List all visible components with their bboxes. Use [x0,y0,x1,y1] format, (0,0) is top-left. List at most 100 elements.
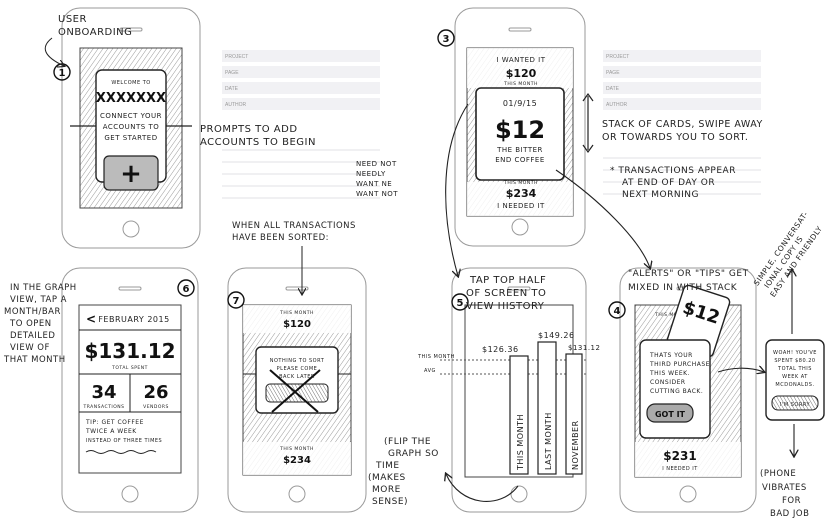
annotation-stack-cards: STACK OF CARDS, SWIPE AWAY OR TOWARDS YO… [602,119,763,143]
svg-text:NEED NOT: NEED NOT [356,160,397,168]
svg-text:THAT MONTH: THAT MONTH [3,355,66,365]
needed-amount: $234 [506,187,537,200]
tip-line-1: TIP: GET COFFEE [85,419,144,426]
screen-6-content: < FEBRUARY 2015 $131.12 TOTAL SPENT 34 T… [79,312,181,454]
s7-top-month: THIS MONTH [279,310,314,316]
phone-4-frame [619,267,757,513]
form-label-project: PROJECT [225,54,248,60]
vendors-count: 26 [143,382,168,403]
tip-line-3: INSTEAD OF THREE TIMES [86,438,162,444]
needed-month: THIS MONTH [503,180,538,186]
transaction-date: 01/9/15 [503,99,537,108]
alert-line-4: WEEK AT [782,374,808,380]
svg-text:TIME: TIME [375,461,400,471]
form-label-author: AUTHOR [225,102,247,108]
screen-7-content: THIS MONTH $120 NOTHING TO SORT PLEASE C… [243,305,351,475]
title-block-2: PROJECT PAGE DATE AUTHOR [603,50,761,195]
phone-5-frame [451,267,587,513]
step-numbers [53,29,626,319]
got-it-button[interactable] [646,403,694,423]
svg-text:* TRANSACTIONS APPEAR: * TRANSACTIONS APPEAR [610,166,736,176]
app-name-text: XXXXXXX [96,91,166,106]
svg-text:VIBRATES: VIBRATES [762,483,807,493]
svg-text:ONBOARDING: ONBOARDING [58,27,132,38]
graph-value-a: $126.36 [482,345,519,354]
annotation-tap-top: TAP TOP HALF OF SCREEN TO VIEW HISTORY [466,275,546,312]
annotation-phone-vibrates: (PHONE VIBRATES FOR BAD JOB [760,469,809,519]
alert-line-1: WOAH! YOU'VE [773,350,817,356]
tip-text-3: THIS WEEK. [649,370,690,377]
annotation-graph-view: IN THE GRAPH VIEW, TAP A MONTH/BAR TO OP… [3,283,76,365]
annotation-transactions-appear: * TRANSACTIONS APPEAR AT END OF DAY OR N… [610,166,736,200]
bar-label-november: NOVEMBER [571,420,580,470]
svg-text:NEEDLY: NEEDLY [356,170,386,178]
plus-icon: + [120,159,142,189]
phone-7-frame [227,267,367,513]
step-number-7: 7 [233,296,240,307]
svg-text:OF SCREEN TO: OF SCREEN TO [466,288,546,299]
step-number-6: 6 [183,284,190,295]
svg-text:(PHONE: (PHONE [760,469,796,479]
form-label-page: PAGE [225,70,239,76]
alert-line-5: MCDONALDS. [775,382,814,388]
svg-text:"ALERTS" OR "TIPS" GET: "ALERTS" OR "TIPS" GET [628,269,749,279]
step-number-1: 1 [59,68,66,79]
tip-text-1: THATS YOUR [649,352,693,359]
graph-this-month-label: THIS MONTH [417,354,455,360]
bar-label-this-month: THIS MONTH [516,414,525,471]
graph-value-c: $131.12 [568,344,600,352]
back-chevron-icon[interactable]: < [86,312,96,326]
annotation-need-not: NEED NOT NEEDLY WANT NE WANT NOT [356,160,398,198]
annotation-all-sorted: WHEN ALL TRANSACTIONS HAVE BEEN SORTED: [232,221,356,243]
svg-text:AT END OF DAY OR: AT END OF DAY OR [622,178,715,188]
bar-this-month[interactable] [509,355,529,475]
graph-avg-label: AVG [424,368,436,374]
svg-text:SENSE): SENSE) [372,497,408,507]
merchant-line-2: END COFFEE [495,156,545,164]
sorry-button[interactable] [771,395,819,411]
svg-text:TAP TOP HALF: TAP TOP HALF [469,275,546,286]
svg-text:BAD JOB: BAD JOB [770,509,809,519]
svg-text:HAVE BEEN SORTED:: HAVE BEEN SORTED: [232,233,329,243]
svg-text:WHEN ALL TRANSACTIONS: WHEN ALL TRANSACTIONS [232,221,356,231]
alert-line-2: SPENT $80.20 [774,358,815,364]
form-label-date: DATE [225,86,239,92]
transaction-amount: $12 [495,116,545,144]
bar-last-month[interactable] [537,341,557,475]
svg-text:MONTH/BAR: MONTH/BAR [4,307,61,317]
empty-card-line-1: NOTHING TO SORT [270,358,325,364]
svg-text:NEXT MORNING: NEXT MORNING [622,190,699,200]
transactions-count: 34 [91,382,116,403]
s7-bottom-amount: $234 [283,455,311,466]
connect-line-2: ACCOUNTS TO [103,123,160,131]
transaction-card[interactable] [475,87,565,181]
add-account-button[interactable] [103,155,159,191]
bar-label-last-month: LAST MONTH [544,412,553,470]
svg-text:USER: USER [58,14,87,25]
transactions-label: TRANSACTIONS [82,404,124,410]
form-label-date-2: DATE [606,86,620,92]
month-title: FEBRUARY 2015 [98,315,169,324]
merchant-line-1: THE BITTER [496,146,543,154]
tip-text-4: CONSIDER [650,379,686,386]
svg-text:(FLIP THE: (FLIP THE [384,437,431,447]
svg-text:STACK OF CARDS, SWIPE AWAY: STACK OF CARDS, SWIPE AWAY [602,119,763,130]
annotation-alerts-tips: "ALERTS" OR "TIPS" GET MIXED IN WITH STA… [628,269,749,293]
s7-top-amount: $120 [283,319,311,330]
wanted-label: I WANTED IT [496,56,545,64]
svg-text:GRAPH SO: GRAPH SO [388,449,439,459]
alert-popup: WOAH! YOU'VE SPENT $80.20 TOTAL THIS WEE… [765,339,825,421]
tip-line-2: TWICE A WEEK [85,428,137,435]
annotation-flip-graph: (FLIP THE GRAPH SO TIME (MAKES MORE SENS… [368,437,439,507]
annotation-simple-copy: SIMPLE, CONVERSAT- IONAL COPY IS EASY AN… [752,210,824,299]
bar-november[interactable] [565,353,583,475]
annotation-user-onboarding: USER ONBOARDING [58,14,132,38]
flow-arrows [446,103,794,502]
svg-text:MORE: MORE [372,485,401,495]
tip-text-5: CUTTING BACK. [650,388,703,395]
form-label-project-2: PROJECT [606,54,629,60]
screen-1-content: WELCOME TO XXXXXXX CONNECT YOUR ACCOUNTS… [70,69,192,191]
step-number-5: 5 [457,298,464,309]
svg-text:WANT NOT: WANT NOT [356,190,398,198]
